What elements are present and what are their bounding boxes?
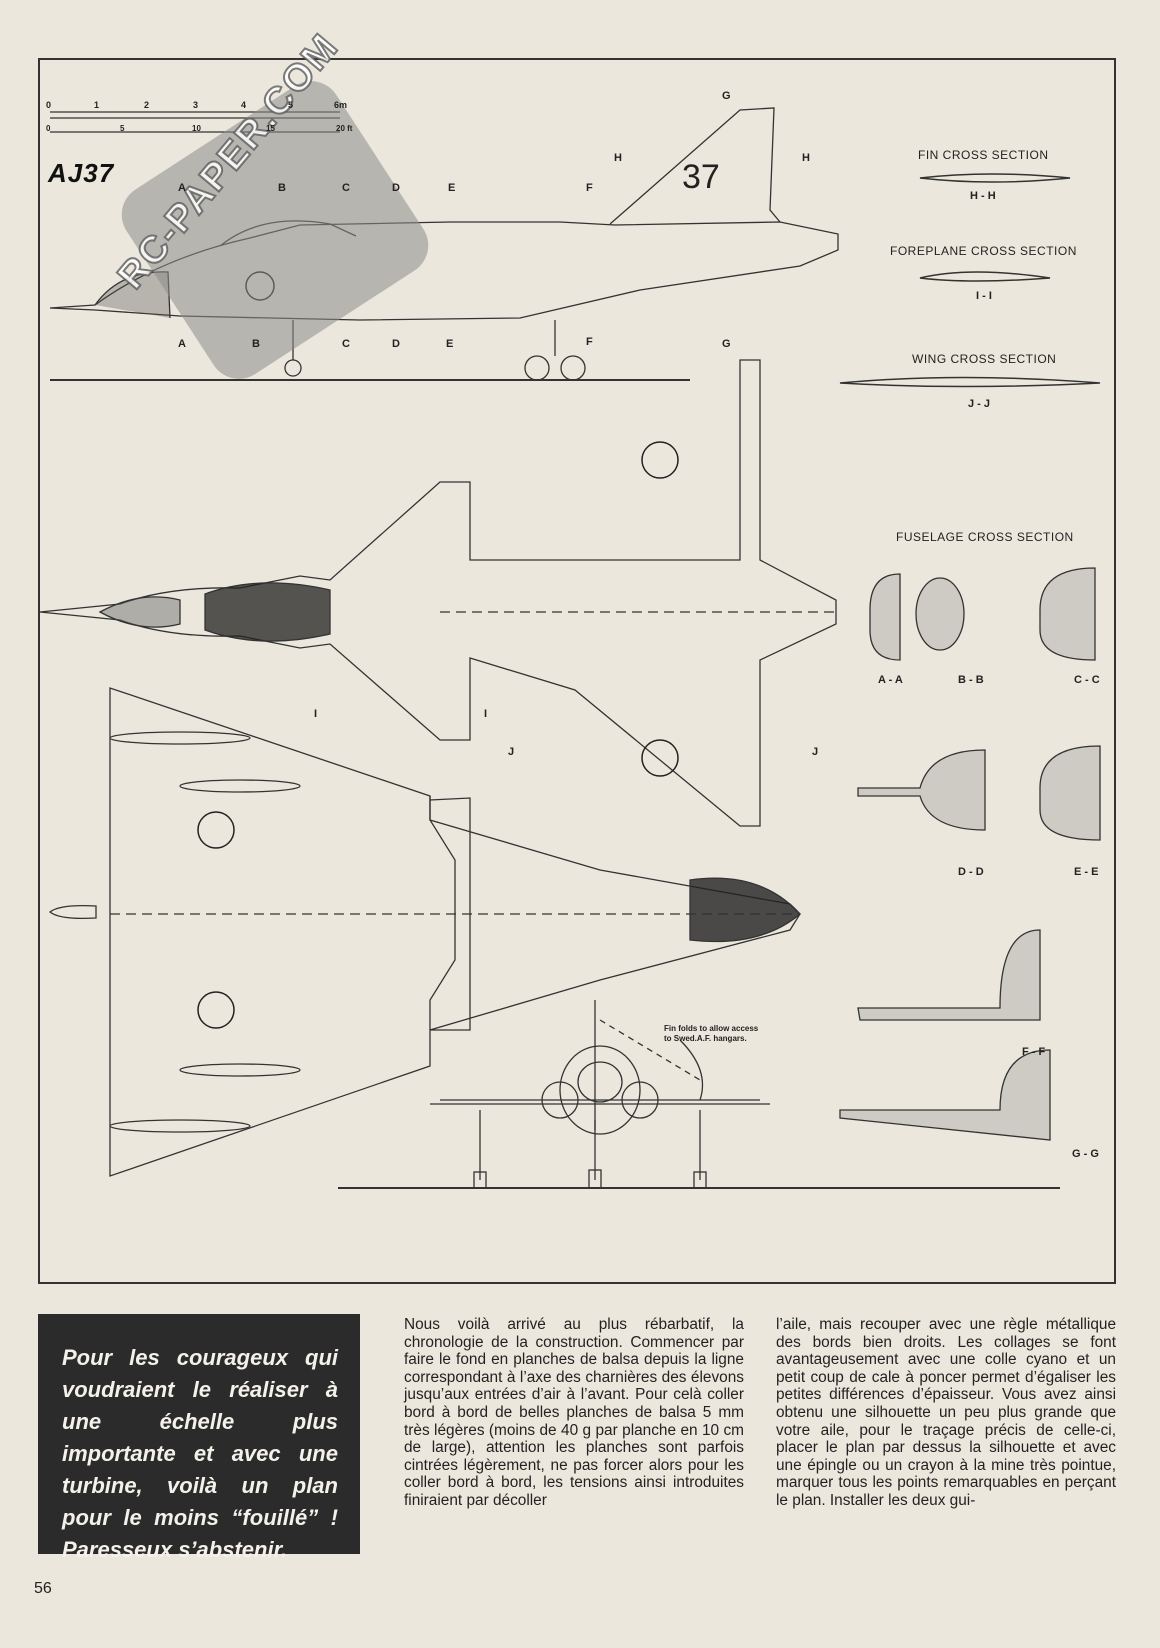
scale-m-2: 2	[144, 100, 150, 110]
page-number: 56	[34, 1580, 52, 1597]
cut-g-bottom: G	[722, 338, 731, 350]
wing-section-title: WING CROSS SECTION	[912, 352, 1057, 366]
cut-e-top: E	[448, 182, 456, 194]
scale-ft-20: 20 ft	[336, 124, 353, 133]
scale-m-6: 6m	[334, 100, 348, 110]
article-column-1: Nous voilà arrivé au plus rébarbatif, la…	[404, 1316, 744, 1509]
article-column-2: l’aile, mais recouper avec une règle mét…	[776, 1316, 1116, 1509]
cut-b-bottom: B	[252, 338, 260, 350]
fin-section-title: FIN CROSS SECTION	[918, 148, 1049, 162]
callout-text: Pour les courageux qui voudraient le réa…	[62, 1345, 338, 1562]
scale-ft-0: 0	[46, 124, 51, 133]
cut-b-top: B	[278, 182, 286, 194]
cut-e-bottom: E	[446, 338, 454, 350]
cut-i-right: I	[484, 708, 488, 720]
cut-h-right: H	[802, 152, 810, 164]
fin-fold-note: Fin folds to allow access to Swed.A.F. h…	[664, 1024, 758, 1044]
fin-section-label: H - H	[970, 190, 996, 202]
scale-m-4: 4	[241, 100, 247, 110]
section-f-f: F - F	[1022, 1046, 1046, 1058]
scale-m-1: 1	[94, 100, 100, 110]
cut-d-top: D	[392, 182, 400, 194]
cut-d-bottom: D	[392, 338, 400, 350]
cut-j-right: J	[812, 746, 819, 758]
scale-m-5: 5	[288, 100, 294, 110]
section-b-b: B - B	[958, 674, 984, 686]
scale-ft-5: 5	[120, 124, 125, 133]
section-a-a: A - A	[878, 674, 903, 686]
foreplane-section-label: I - I	[976, 290, 992, 302]
fuselage-section-title: FUSELAGE CROSS SECTION	[896, 530, 1074, 544]
wing-section-label: J - J	[968, 398, 991, 410]
scale-ft-10: 10	[192, 124, 201, 133]
cut-g-top: G	[722, 90, 731, 102]
drawing-frame	[38, 58, 1116, 1284]
fin-fold-note-line2: to Swed.A.F. hangars.	[664, 1034, 747, 1043]
foreplane-section-title: FOREPLANE CROSS SECTION	[890, 244, 1077, 258]
section-e-e: E - E	[1074, 866, 1099, 878]
scale-ft-15: 15	[266, 124, 275, 133]
cut-j-left: J	[508, 746, 515, 758]
fin-fold-note-line1: Fin folds to allow access	[664, 1024, 759, 1033]
cut-c-bottom: C	[342, 338, 350, 350]
cut-i-left: I	[314, 708, 318, 720]
section-g-g: G - G	[1072, 1148, 1099, 1160]
cut-f-top: F	[586, 182, 593, 194]
scale-m-0: 0	[46, 100, 52, 110]
section-d-d: D - D	[958, 866, 984, 878]
cut-a-top: A	[178, 182, 186, 194]
scale-m-3: 3	[193, 100, 199, 110]
callout-box: Pour les courageux qui voudraient le réa…	[38, 1314, 360, 1562]
cut-h-left: H	[614, 152, 622, 164]
fuselage-number: 37	[682, 158, 720, 196]
model-name: AJ37	[48, 158, 115, 188]
cut-a-bottom: A	[178, 338, 186, 350]
cut-f-bottom: F	[586, 336, 593, 348]
cut-c-top: C	[342, 182, 350, 194]
section-c-c: C - C	[1074, 674, 1100, 686]
